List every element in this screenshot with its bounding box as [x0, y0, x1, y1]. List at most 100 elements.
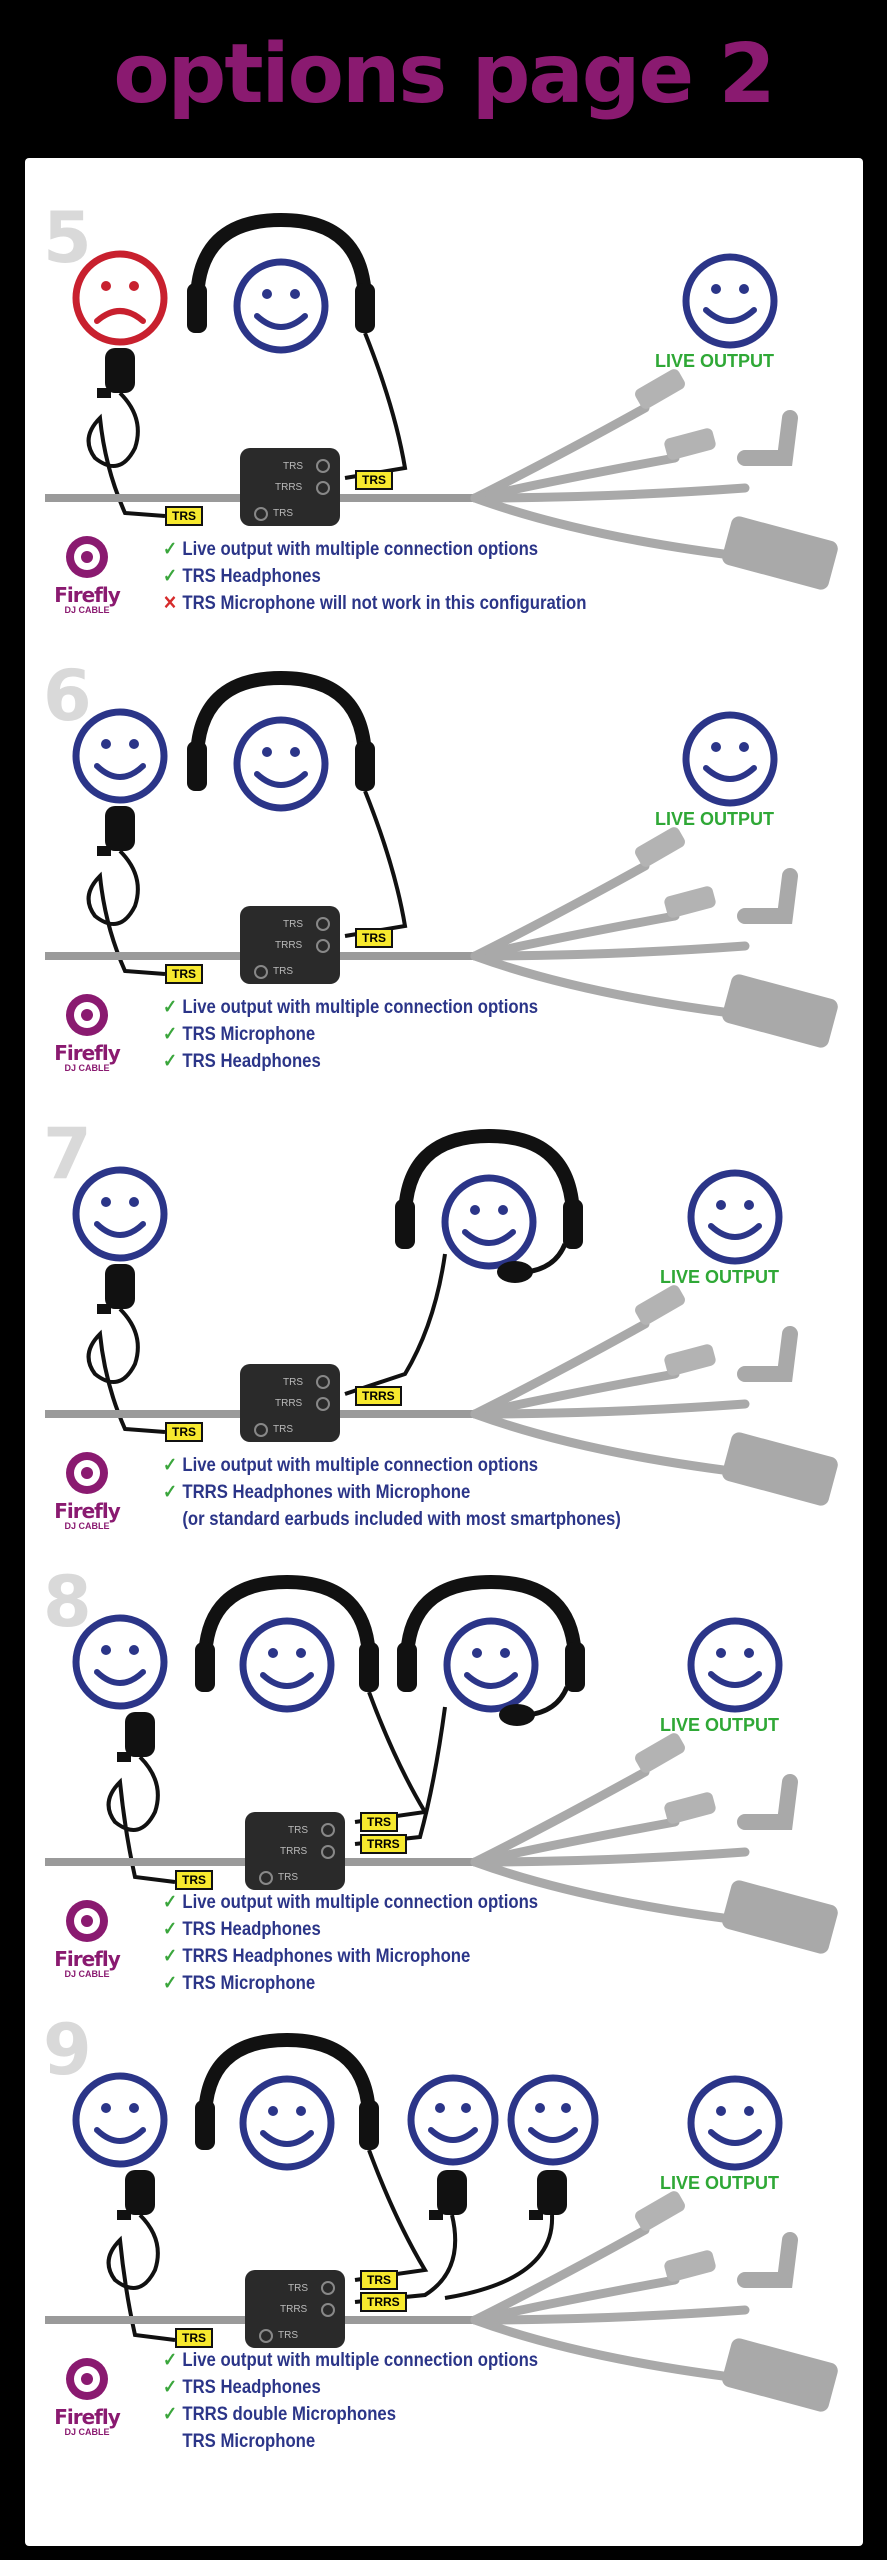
feature-item: ✓TRRS Headphones with Microphone: [163, 1479, 621, 1506]
trs-tag: TRS: [165, 964, 203, 984]
mic-user-icon: [507, 2074, 599, 2166]
firefly-logo: Firefly DJ CABLE: [45, 1449, 129, 1533]
connection-diagram: [45, 670, 838, 1048]
trs-tag: TRS: [360, 2270, 398, 2290]
logo-sub: DJ CABLE: [64, 1521, 110, 1531]
feature-item: ✓TRS Headphones: [163, 1916, 538, 1943]
connection-diagram: [45, 1128, 838, 1506]
live-output-label: LIVE OUTPUT: [660, 1715, 780, 1735]
live-output-face-icon: [687, 1617, 783, 1713]
feature-item: ✓Live output with multiple connection op…: [163, 994, 538, 1021]
hub-box-icon: [240, 448, 340, 526]
jack-label: TRRS: [280, 2304, 308, 2315]
lav-mic-icon: [437, 2170, 467, 2215]
trrs-tag: TRRS: [360, 1834, 407, 1854]
trs-tag: TRS: [355, 470, 393, 490]
option-number: 9: [43, 2009, 92, 2091]
splitter-cable-icon: [470, 827, 838, 1048]
feature-item: ✓TRS Microphone: [163, 1021, 538, 1048]
option-number: 7: [43, 1113, 92, 1195]
option-8: 8: [25, 1532, 863, 1994]
connection-diagram: [45, 212, 838, 590]
feature-item: TRS Microphone: [182, 2431, 316, 2452]
headphones-user-icon: [187, 212, 375, 354]
jack-label: TRRS: [275, 1398, 303, 1409]
feature-list: ✓Live output with multiple connection op…: [163, 994, 589, 1075]
lav-mic-icon: [105, 806, 135, 851]
option-number: 5: [43, 197, 92, 279]
hub-box-icon: [245, 2270, 345, 2348]
logo-name: Firefly: [54, 1947, 121, 1971]
connection-diagram: [45, 1574, 838, 1954]
trs-tag: TRS: [355, 928, 393, 948]
lav-mic-user-icon: [72, 2072, 168, 2168]
jack-label: TRS: [273, 1424, 293, 1435]
logo-sub: DJ CABLE: [64, 2427, 110, 2437]
firefly-logo: Firefly DJ CABLE: [45, 991, 129, 1075]
connection-diagram: [45, 2032, 838, 2412]
splitter-cable-icon: [470, 1285, 838, 1506]
check-icon: ✓: [163, 2350, 178, 2371]
mic-user-icon: [407, 2074, 499, 2166]
jack-label: TRS: [288, 2283, 308, 2294]
lav-mic-icon: [105, 348, 135, 393]
check-icon: ✓: [163, 2404, 178, 2425]
option-5: 5: [25, 158, 863, 616]
check-icon: ✓: [163, 1919, 178, 1940]
check-icon: ✓: [163, 1973, 178, 1994]
feature-list: ✓Live output with multiple connection op…: [163, 2347, 589, 2455]
hub-box-icon: [245, 1812, 345, 1890]
logo-name: Firefly: [54, 583, 121, 607]
option-number: 8: [43, 1561, 92, 1643]
feature-list: ✓Live output with multiple connection op…: [163, 536, 644, 617]
jack-label: TRS: [273, 508, 293, 519]
trrs-tag: TRRS: [355, 1386, 402, 1406]
jack-label: TRS: [278, 1872, 298, 1883]
feature-item: ✓Live output with multiple connection op…: [163, 1889, 538, 1916]
feature-item: ✕TRS Microphone will not work in this co…: [163, 590, 586, 617]
lav-mic-icon: [125, 2170, 155, 2215]
option-6: 6: [25, 616, 863, 1074]
feature-item: ✓Live output with multiple connection op…: [163, 536, 586, 563]
firefly-logo: Firefly DJ CABLE: [45, 533, 129, 617]
check-icon: ✓: [163, 1051, 178, 1072]
headset-user-icon: [397, 1574, 585, 1726]
logo-name: Firefly: [54, 1041, 121, 1065]
sad-face-icon: [72, 250, 168, 346]
splitter-cable-icon: [470, 369, 838, 590]
jack-label: TRRS: [275, 940, 303, 951]
live-output-label: LIVE OUTPUT: [655, 809, 775, 829]
live-output-label: LIVE OUTPUT: [660, 2173, 780, 2193]
check-icon: ✓: [163, 566, 178, 587]
live-output-label: LIVE OUTPUT: [655, 351, 775, 371]
live-output-face-icon: [687, 2075, 783, 2171]
jack-label: TRS: [283, 1377, 303, 1388]
option-number: 6: [43, 655, 92, 737]
lav-mic-icon: [125, 1712, 155, 1757]
splitter-cable-icon: [470, 2191, 838, 2412]
feature-item: ✓TRRS double Microphones: [163, 2401, 538, 2428]
trs-tag: TRS: [175, 2328, 213, 2348]
jack-label: TRS: [288, 1825, 308, 1836]
trs-tag: TRS: [175, 1870, 213, 1890]
headphones-user-icon: [187, 670, 375, 812]
logo-sub: DJ CABLE: [64, 1969, 110, 1979]
feature-item: ✓TRS Microphone: [163, 1970, 538, 1997]
headset-user-icon: [395, 1128, 583, 1283]
check-icon: ✓: [163, 2377, 178, 2398]
live-output-face-icon: [682, 253, 778, 349]
live-output-face-icon: [682, 711, 778, 807]
trs-tag: TRS: [165, 506, 203, 526]
lav-mic-icon: [105, 1264, 135, 1309]
feature-item: ✓TRS Headphones: [163, 2374, 538, 2401]
headphones-user-icon: [195, 1574, 379, 1713]
feature-item: ✓Live output with multiple connection op…: [163, 2347, 538, 2374]
feature-list: ✓Live output with multiple connection op…: [163, 1452, 683, 1533]
lav-mic-user-icon: [72, 708, 168, 804]
hub-box-icon: [240, 1364, 340, 1442]
check-icon: ✓: [163, 1946, 178, 1967]
feature-item: ✓Live output with multiple connection op…: [163, 1452, 621, 1479]
logo-sub: DJ CABLE: [64, 1063, 110, 1073]
trrs-tag: TRRS: [360, 2292, 407, 2312]
jack-label: TRS: [283, 461, 303, 472]
